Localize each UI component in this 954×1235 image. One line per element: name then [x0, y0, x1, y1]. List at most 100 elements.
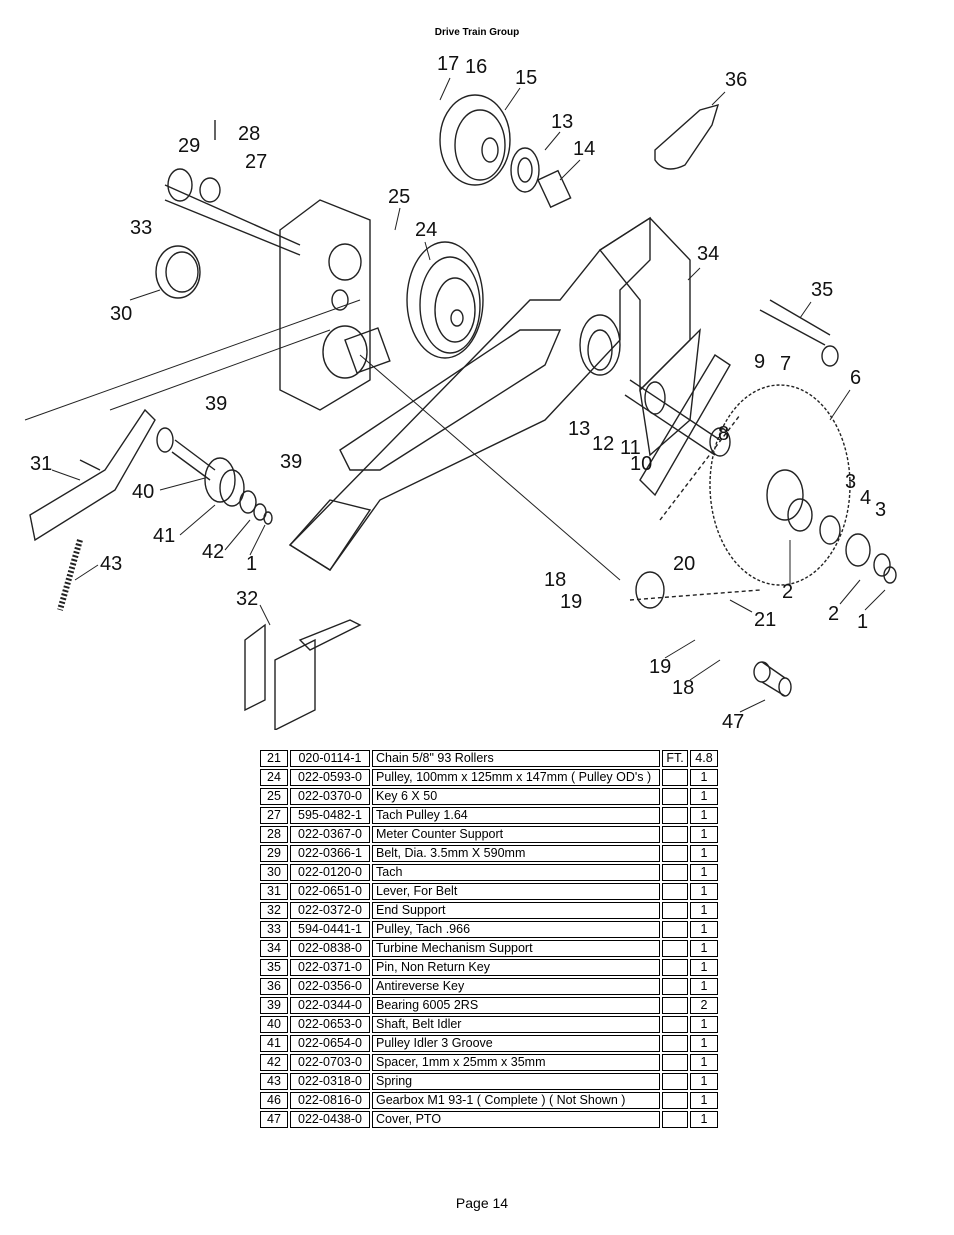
callout-label: 1	[246, 553, 257, 575]
pulley-15-drawing	[439, 94, 572, 209]
item-number-cell: 35	[260, 959, 288, 976]
tach-assembly-drawing	[155, 120, 301, 299]
unit-cell	[662, 788, 688, 805]
idler-pulley-drawing	[156, 427, 273, 525]
callout-label: 19	[649, 656, 671, 678]
description-cell: Chain 5/8" 93 Rollers	[372, 750, 660, 767]
callout-label: 40	[132, 481, 154, 503]
description-cell: Tach	[372, 864, 660, 881]
description-cell: Cover, PTO	[372, 1111, 660, 1128]
unit-cell	[662, 1092, 688, 1109]
part-number-cell: 022-0371-0	[290, 959, 370, 976]
callout-label: 21	[754, 609, 776, 631]
unit-cell	[662, 864, 688, 881]
callout-label: 39	[280, 451, 302, 473]
description-cell: Meter Counter Support	[372, 826, 660, 843]
description-cell: Bearing 6005 2RS	[372, 997, 660, 1014]
exploded-parts-diagram: 17 16 15 36 29 28 13 14 27 33 25 24 34 3…	[24, 53, 897, 730]
part-number-cell: 022-0356-0	[290, 978, 370, 995]
part-number-cell: 022-0654-0	[290, 1035, 370, 1052]
item-number-cell: 21	[260, 750, 288, 767]
quantity-cell: 1	[690, 902, 718, 919]
part-number-cell: 022-0651-0	[290, 883, 370, 900]
part-number-cell: 022-0367-0	[290, 826, 370, 843]
unit-cell	[662, 845, 688, 862]
quantity-cell: 1	[690, 864, 718, 881]
callout-label: 11	[620, 437, 641, 459]
callout-label: 39	[205, 393, 227, 415]
callout-label: 33	[130, 217, 152, 239]
lever-31-drawing	[29, 408, 156, 542]
part-number-cell: 022-0372-0	[290, 902, 370, 919]
description-cell: Spring	[372, 1073, 660, 1090]
quantity-cell: 1	[690, 1016, 718, 1033]
part-number-cell: 022-0438-0	[290, 1111, 370, 1128]
unit-cell	[662, 902, 688, 919]
item-number-cell: 27	[260, 807, 288, 824]
unit-cell	[662, 807, 688, 824]
gearbox-plate-drawing	[279, 199, 391, 411]
callout-label: 29	[178, 135, 200, 157]
part-number-cell: 022-0838-0	[290, 940, 370, 957]
callout-label: 2	[828, 603, 839, 625]
unit-cell	[662, 940, 688, 957]
description-cell: Lever, For Belt	[372, 883, 660, 900]
callout-label: 13	[551, 111, 573, 133]
description-cell: Pulley Idler 3 Groove	[372, 1035, 660, 1052]
callout-label: 1	[857, 611, 868, 633]
unit-cell	[662, 1035, 688, 1052]
sprocket-hub-drawing	[766, 469, 897, 584]
page-number: Page 14	[455, 1195, 509, 1211]
unit-cell	[662, 978, 688, 995]
callout-label: 3	[845, 471, 856, 493]
leader-lines	[51, 77, 886, 713]
part-number-cell: 022-0344-0	[290, 997, 370, 1014]
pulley-24-drawing	[406, 241, 484, 359]
antireverse-key-drawing	[654, 103, 720, 170]
unit-cell	[662, 921, 688, 938]
quantity-cell: 1	[690, 1111, 718, 1128]
callout-label: 25	[388, 186, 410, 208]
callout-label: 47	[722, 711, 744, 730]
part-number-cell: 595-0482-1	[290, 807, 370, 824]
part-number-cell: 020-0114-1	[290, 750, 370, 767]
callout-label: 15	[515, 67, 537, 89]
description-cell: Antireverse Key	[372, 978, 660, 995]
callout-label: 8	[718, 423, 729, 445]
item-number-cell: 42	[260, 1054, 288, 1071]
callout-label: 24	[415, 219, 437, 241]
sprocket-20-drawing	[635, 571, 665, 609]
quantity-cell: 1	[690, 807, 718, 824]
item-number-cell: 28	[260, 826, 288, 843]
end-support-32-drawing	[244, 619, 362, 730]
part-number-cell: 022-0593-0	[290, 769, 370, 786]
callout-label: 32	[236, 588, 258, 610]
item-number-cell: 24	[260, 769, 288, 786]
spring-43-drawing	[57, 539, 83, 611]
frame-support-drawing	[288, 216, 701, 571]
callout-label: 30	[110, 303, 132, 325]
callout-label: 36	[725, 69, 747, 91]
quantity-cell: 1	[690, 978, 718, 995]
part-number-cell: 022-0816-0	[290, 1092, 370, 1109]
chain-drawing	[629, 414, 761, 601]
callout-label: 3	[875, 499, 886, 521]
item-number-cell: 33	[260, 921, 288, 938]
page-title: Drive Train Group	[434, 27, 520, 38]
quantity-cell: 1	[690, 1054, 718, 1071]
callout-labels: 17 16 15 36 29 28 13 14 27 33 25 24 34 3…	[30, 53, 886, 730]
callout-label: 43	[100, 553, 122, 575]
quantity-cell: 4.8	[690, 750, 718, 767]
